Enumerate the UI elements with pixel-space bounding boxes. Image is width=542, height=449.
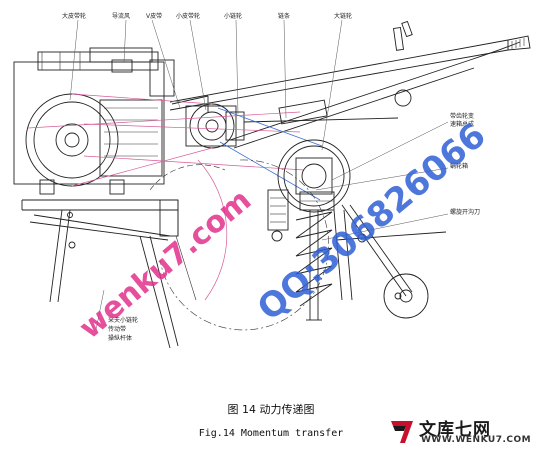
chassis-frame [21, 199, 179, 303]
logo-url: WWW.WENKU7.COM [421, 435, 532, 445]
auger-cutter [295, 210, 333, 321]
caption-cn: 图 14 动力传递图 [227, 403, 315, 416]
label-worm-box: 蜗轮箱 [450, 162, 468, 170]
rotor-arc-inner [149, 164, 226, 191]
label-fan: 导流风 [112, 12, 130, 20]
chain [217, 107, 323, 201]
watermark-qq: QQ:306826066 [250, 115, 494, 328]
leader-lines [69, 19, 449, 331]
shield [139, 235, 197, 349]
label-small-pulley: 小皮带轮 [176, 12, 200, 20]
caption-en: Fig.14 Momentum transfer [198, 428, 344, 439]
label-bottom-3: 操纵杆体 [108, 334, 132, 342]
depth-wheel [333, 204, 447, 319]
label-large-pulley: 大皮带轮 [62, 12, 86, 20]
label-small-sprocket: 小链轮 [224, 12, 242, 20]
label-bottom-1: 采夫小链轮 [108, 316, 138, 324]
logo-name: 文库七网 [419, 420, 491, 440]
label-chain: 链条 [278, 12, 290, 20]
site-logo: 文库七网 WWW.WENKU7.COM [389, 414, 539, 448]
v-belt [27, 93, 305, 301]
gearbox [267, 139, 351, 242]
label-v-belt: V皮带 [146, 12, 162, 20]
handlebar [169, 20, 531, 149]
small-pulley [185, 103, 245, 149]
engine [13, 47, 175, 195]
callout-labels: 大皮带轮 导流风 V皮带 小皮带轮 小链轮 链条 大链轮 带齿轮变 速箱总成 蜗… [62, 12, 480, 342]
label-large-sprocket: 大链轮 [334, 12, 352, 20]
label-gearbox-1: 带齿轮变 [450, 112, 474, 120]
watermark-site: wenku7.com [73, 183, 258, 347]
label-bottom-2: 传动带 [108, 325, 126, 333]
logo-mark-icon [391, 421, 413, 443]
label-spiral-cutter: 螺旋开沟刀 [450, 208, 480, 216]
label-gearbox-2: 速箱总成 [450, 120, 474, 128]
